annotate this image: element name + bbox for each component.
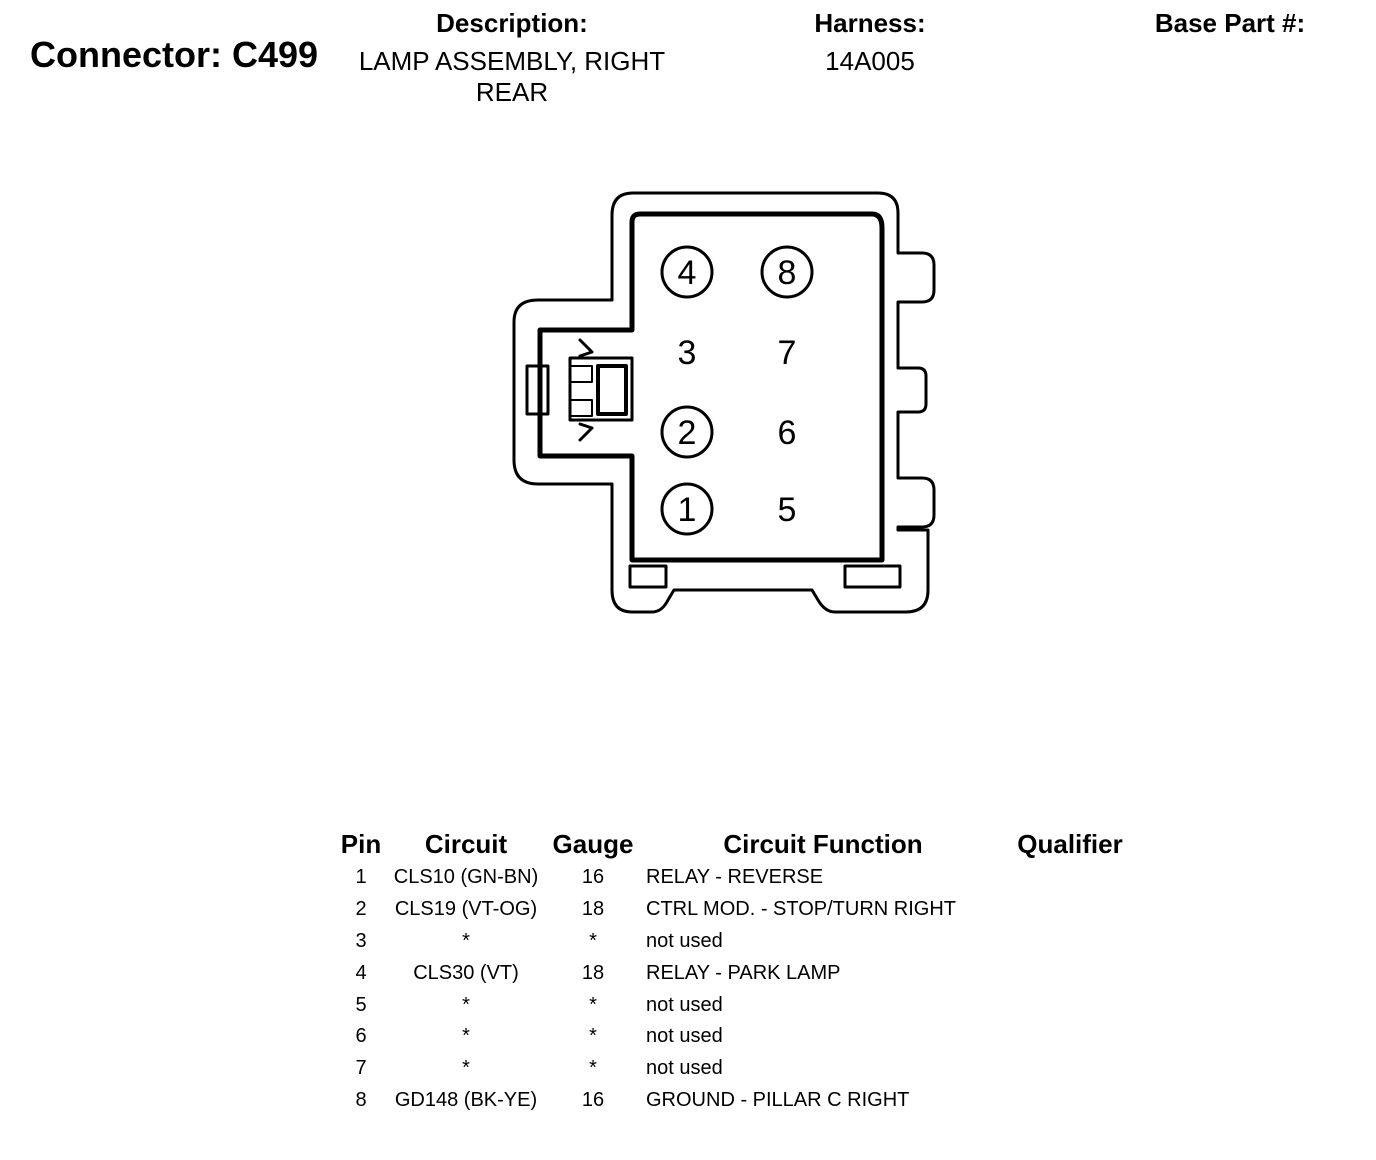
cell-circuit: CLS30 (VT): [413, 961, 519, 984]
cell-qualifier: [1000, 1021, 1140, 1053]
lock-tab-outer: [525, 364, 550, 416]
cell-pin: 5: [355, 993, 367, 1016]
cell-pin: 7: [355, 1057, 367, 1080]
pin-number-label: 3: [678, 334, 697, 372]
pin-cavities: 4 8 3 7 2 6 1 5: [660, 245, 814, 536]
cell-circuit: CLS19 (VT-OG): [394, 898, 538, 921]
column-header-gauge: Gauge: [552, 828, 634, 859]
table-row: 5 * * not used: [330, 989, 1140, 1021]
cell-gauge: 18: [581, 961, 605, 984]
table-row: 7 * * not used: [330, 1053, 1140, 1085]
pin-number-label: 2: [678, 414, 697, 452]
harness-label: Harness:: [814, 8, 926, 38]
base-part-label: Base Part #:: [1154, 8, 1306, 38]
table-row: 6 * * not used: [330, 1021, 1140, 1053]
column-header-qualifier: Qualifier: [1017, 828, 1123, 859]
cell-gauge: 16: [581, 1088, 605, 1111]
cell-function: not used: [646, 1025, 723, 1048]
cell-gauge: *: [589, 1025, 597, 1048]
cell-pin: 6: [355, 1025, 367, 1048]
table-row: 8 GD148 (BK-YE) 16 GROUND - PILLAR C RIGHT: [330, 1085, 1140, 1117]
cell-qualifier: [1000, 862, 1140, 894]
table-row: 4 CLS30 (VT) 18 RELAY - PARK LAMP: [330, 957, 1140, 989]
housing-outline: [512, 191, 936, 614]
pin-number-label: 8: [778, 254, 797, 292]
connector-title-label: Connector:: [30, 34, 222, 75]
pin-number-label: 6: [778, 414, 797, 452]
cell-qualifier: [1000, 989, 1140, 1021]
table-header-row: Pin Circuit Gauge Circuit Function Quali…: [330, 826, 1140, 862]
column-header-circuit: Circuit: [424, 828, 508, 859]
cell-function: RELAY - PARK LAMP: [646, 961, 841, 984]
cell-gauge: *: [589, 1057, 597, 1080]
cell-function: not used: [646, 1057, 723, 1080]
cell-qualifier: [1000, 894, 1140, 926]
cell-circuit: *: [462, 1057, 470, 1080]
column-header-function: Circuit Function: [723, 828, 923, 859]
pin-cavity-circle: [660, 405, 714, 459]
cell-qualifier: [1000, 1053, 1140, 1085]
table-row: 1 CLS10 (GN-BN) 16 RELAY - REVERSE: [330, 862, 1140, 894]
connector-title: Connector: C499: [30, 34, 318, 76]
cell-circuit: *: [462, 993, 470, 1016]
description-label: Description:: [436, 8, 588, 38]
connector-id: C499: [232, 34, 319, 75]
pin-cavity-circle: [660, 245, 714, 299]
table-row: 3 * * not used: [330, 926, 1140, 958]
lock-tab-slot-top: [569, 365, 593, 383]
cell-function: not used: [646, 993, 723, 1016]
cell-gauge: 18: [581, 898, 605, 921]
cell-function: GROUND - PILLAR C RIGHT: [646, 1088, 910, 1111]
description-line-1: LAMP ASSEMBLY, RIGHT: [358, 46, 666, 76]
latch-left: [628, 564, 668, 589]
harness-value: 14A005: [825, 46, 915, 76]
cell-circuit: *: [462, 1025, 470, 1048]
cell-circuit: GD148 (BK-YE): [394, 1088, 538, 1111]
cell-function: CTRL MOD. - STOP/TURN RIGHT: [646, 898, 956, 921]
cell-qualifier: [1000, 957, 1140, 989]
pin-number-label: 4: [678, 254, 697, 292]
connector-face-diagram: 4 8 3 7 2 6 1 5: [512, 191, 936, 614]
cell-pin: 8: [355, 1088, 367, 1111]
cell-function: RELAY - REVERSE: [646, 866, 824, 889]
cell-circuit: CLS10 (GN-BN): [393, 866, 539, 889]
pin-cavity-circle: [760, 245, 814, 299]
pin-number-label: 7: [778, 334, 797, 372]
cell-gauge: *: [589, 993, 597, 1016]
column-header-pin: Pin: [340, 828, 382, 859]
description-line-2: REAR: [475, 77, 549, 107]
lock-arrow-top: [578, 338, 594, 358]
pin-number-label: 1: [678, 491, 697, 529]
pin-cavity-circle: [660, 482, 714, 536]
pin-number-label: 5: [778, 491, 797, 529]
cell-pin: 1: [355, 866, 367, 889]
cell-gauge: *: [589, 929, 597, 952]
latch-right: [843, 564, 902, 589]
cell-circuit: *: [462, 929, 470, 952]
lock-arrow-bottom: [578, 422, 594, 442]
description-value: LAMP ASSEMBLY, RIGHT REAR: [342, 46, 682, 108]
lock-tab-bar: [596, 364, 628, 416]
table-row: 2 CLS19 (VT-OG) 18 CTRL MOD. - STOP/TURN RI…: [330, 894, 1140, 926]
cell-qualifier: [1000, 926, 1140, 958]
cell-qualifier: [1000, 1085, 1140, 1117]
cell-gauge: 16: [581, 866, 605, 889]
cell-pin: 3: [355, 929, 367, 952]
cell-pin: 2: [355, 898, 367, 921]
lock-tab-slot-bottom: [569, 399, 593, 417]
pin-table: Pin Circuit Gauge Circuit Function Quali…: [330, 826, 1140, 1116]
cell-function: not used: [646, 929, 723, 952]
inner-wall: [537, 211, 885, 563]
cell-pin: 4: [355, 961, 367, 984]
